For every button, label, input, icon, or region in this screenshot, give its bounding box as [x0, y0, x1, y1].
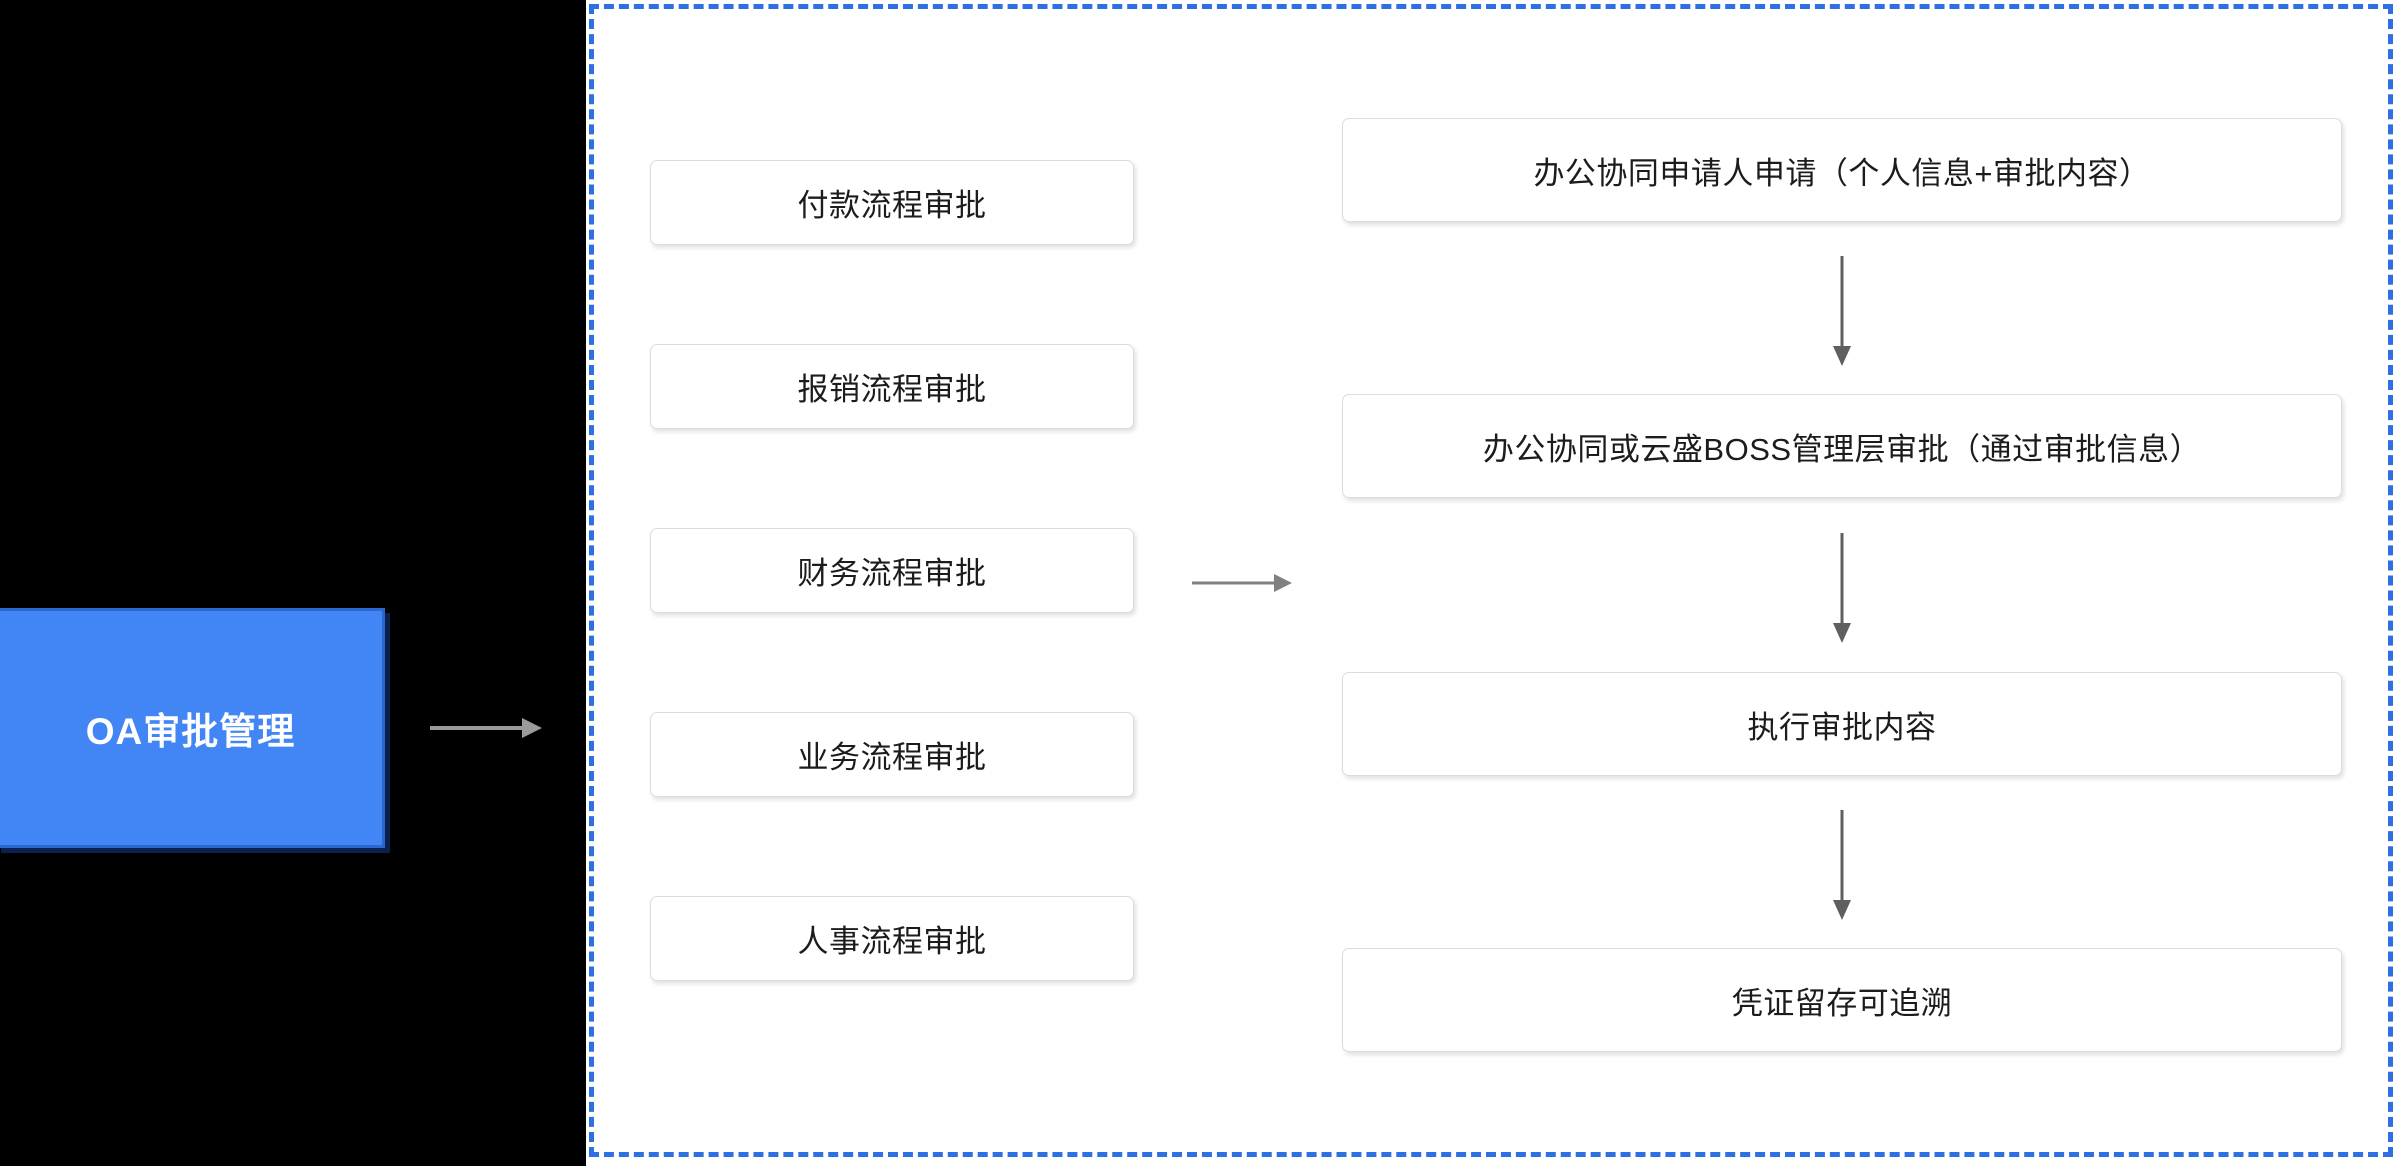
approval-type-label: 业务流程审批	[797, 740, 987, 775]
oa-approval-management-box[interactable]: OA审批管理	[0, 608, 385, 848]
approval-type-card[interactable]: 付款流程审批	[650, 160, 1134, 245]
oa-approval-management-label: OA审批管理	[85, 711, 296, 752]
approval-type-card[interactable]: 报销流程审批	[650, 344, 1134, 429]
approval-type-label: 报销流程审批	[797, 372, 987, 407]
process-step-card[interactable]: 办公协同申请人申请（个人信息+审批内容）	[1342, 118, 2342, 222]
step-1-to-2-arrow-icon	[1833, 256, 1851, 366]
approval-type-card[interactable]: 财务流程审批	[650, 528, 1134, 613]
process-step-label: 办公协同申请人申请（个人信息+审批内容）	[1533, 155, 2151, 191]
process-step-label: 执行审批内容	[1747, 709, 1937, 745]
step-2-to-3-arrow-icon	[1833, 533, 1851, 643]
approval-type-card[interactable]: 业务流程审批	[650, 712, 1134, 797]
types-to-steps-arrow-icon	[1192, 574, 1292, 592]
entry-arrow-icon	[430, 718, 542, 738]
approval-type-label: 付款流程审批	[797, 188, 987, 223]
process-step-card[interactable]: 执行审批内容	[1342, 672, 2342, 776]
approval-type-card[interactable]: 人事流程审批	[650, 896, 1134, 981]
process-step-label: 办公协同或云盛BOSS管理层审批（通过审批信息）	[1482, 431, 2202, 467]
process-step-label: 凭证留存可追溯	[1731, 985, 1953, 1021]
backdrop-panel	[0, 0, 586, 1166]
approval-type-label: 人事流程审批	[797, 924, 987, 959]
process-step-card[interactable]: 凭证留存可追溯	[1342, 948, 2342, 1052]
process-step-card[interactable]: 办公协同或云盛BOSS管理层审批（通过审批信息）	[1342, 394, 2342, 498]
step-3-to-4-arrow-icon	[1833, 810, 1851, 920]
approval-type-label: 财务流程审批	[797, 556, 987, 591]
